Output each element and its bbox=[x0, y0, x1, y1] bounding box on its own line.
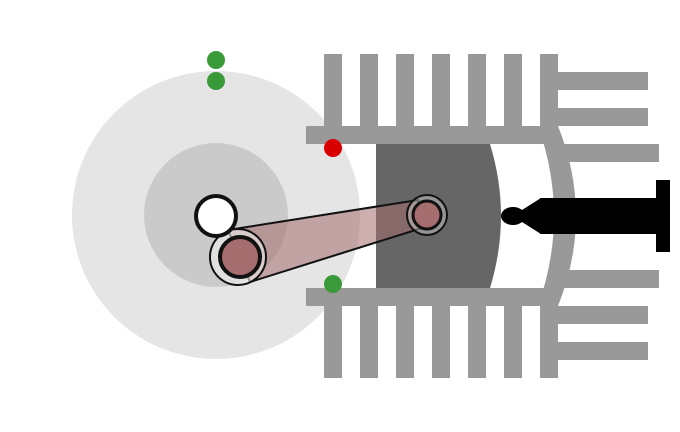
fin-head-4 bbox=[556, 270, 659, 288]
fin-head-5 bbox=[556, 306, 648, 324]
fin-bottom-6 bbox=[504, 302, 522, 378]
marker-top-outer bbox=[207, 51, 225, 69]
spark-plug-taper bbox=[522, 198, 541, 234]
fin-head-3 bbox=[556, 144, 659, 162]
fin-bottom-3 bbox=[396, 302, 414, 378]
fin-bottom-5 bbox=[468, 302, 486, 378]
fin-bottom-2 bbox=[360, 302, 378, 378]
fin-head-6 bbox=[556, 342, 648, 360]
crank-pin bbox=[218, 235, 262, 279]
spark-plug bbox=[501, 180, 670, 252]
cooling-fins-bottom bbox=[324, 302, 558, 378]
fin-top-1 bbox=[324, 54, 342, 130]
marker-top-inner bbox=[207, 72, 225, 90]
wrist-pin bbox=[411, 199, 443, 231]
cooling-fins-head bbox=[556, 72, 659, 360]
cylinder-wall-top bbox=[306, 126, 552, 144]
fin-top-3 bbox=[396, 54, 414, 130]
marker-top-dead-center bbox=[324, 139, 342, 157]
fin-top-2 bbox=[360, 54, 378, 130]
fin-top-4 bbox=[432, 54, 450, 130]
cooling-fins-top bbox=[324, 54, 558, 130]
crankshaft-axis bbox=[194, 194, 238, 238]
spark-plug-body bbox=[540, 198, 660, 234]
fin-head-2 bbox=[556, 108, 648, 126]
fin-bottom-7 bbox=[540, 302, 558, 378]
fin-bottom-1 bbox=[324, 302, 342, 378]
fin-top-5 bbox=[468, 54, 486, 130]
fin-top-6 bbox=[504, 54, 522, 130]
spark-plug-electrode bbox=[501, 207, 525, 225]
marker-bottom bbox=[324, 275, 342, 293]
fin-bottom-4 bbox=[432, 302, 450, 378]
cylinder-wall-bottom bbox=[306, 288, 552, 306]
fin-top-7 bbox=[540, 54, 558, 130]
fin-head-1 bbox=[556, 72, 648, 90]
